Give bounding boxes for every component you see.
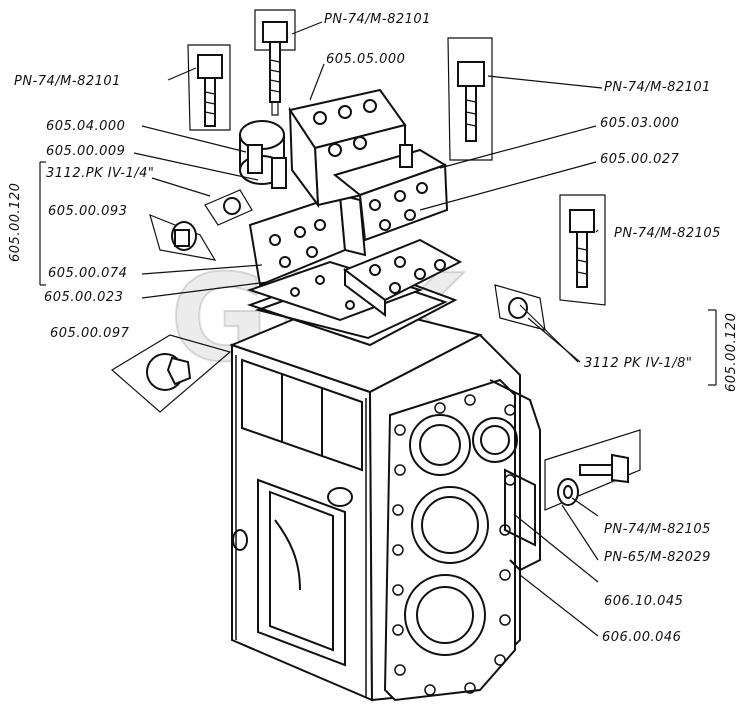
label-washer-lower-right: PN-65/M-82029 xyxy=(604,550,711,565)
bolt-mid-right xyxy=(559,194,606,306)
control-valve-body xyxy=(239,88,449,242)
label-605-00-009: 605.00.009 xyxy=(46,144,126,159)
label-606-10-045: 606.10.045 xyxy=(604,594,684,609)
bolt-lower-right xyxy=(544,429,641,511)
plug-605-00-093 xyxy=(149,213,217,261)
label-605-04-000: 605.04.000 xyxy=(46,119,126,134)
bolt-top-right xyxy=(447,37,493,161)
leader-lines xyxy=(39,21,717,637)
label-605-00-074: 605.00.074 xyxy=(48,266,128,281)
plug-605-00-097 xyxy=(110,334,232,413)
label-605-00-023: 605.00.023 xyxy=(44,290,124,305)
bolt-top-left xyxy=(187,44,231,131)
label-3112-eighth: 3112 PK IV-1/8" xyxy=(584,356,693,371)
plug-quarter xyxy=(204,189,253,226)
bolt-top-center xyxy=(254,9,296,116)
label-bolt-mid-right: PN-74/M-82105 xyxy=(614,226,721,241)
label-bolt-top-right: PN-74/M-82101 xyxy=(604,80,711,95)
plug-eighth xyxy=(494,284,546,331)
side-flange-plate xyxy=(383,378,518,702)
label-605-00-093: 605.00.093 xyxy=(48,204,128,219)
label-605-00-027: 605.00.027 xyxy=(600,152,680,167)
label-3112-quarter: 3112.PK IV-1/4" xyxy=(46,166,155,181)
label-bolt-top-center: PN-74/M-82101 xyxy=(324,12,431,27)
label-bolt-lower-right: PN-74/M-82105 xyxy=(604,522,711,537)
label-group-right: 605.00.120 xyxy=(724,312,739,392)
label-605-00-097: 605.00.097 xyxy=(50,326,130,341)
valve-block xyxy=(248,193,463,317)
label-group-left: 605.00.120 xyxy=(8,182,23,262)
label-bolt-top-left: PN-74/M-82101 xyxy=(14,74,121,89)
side-cover xyxy=(489,379,541,572)
label-606-00-046: 606.00.046 xyxy=(602,630,682,645)
label-605-03-000: 605.03.000 xyxy=(600,116,680,131)
label-605-05-000: 605.05.000 xyxy=(326,52,406,67)
